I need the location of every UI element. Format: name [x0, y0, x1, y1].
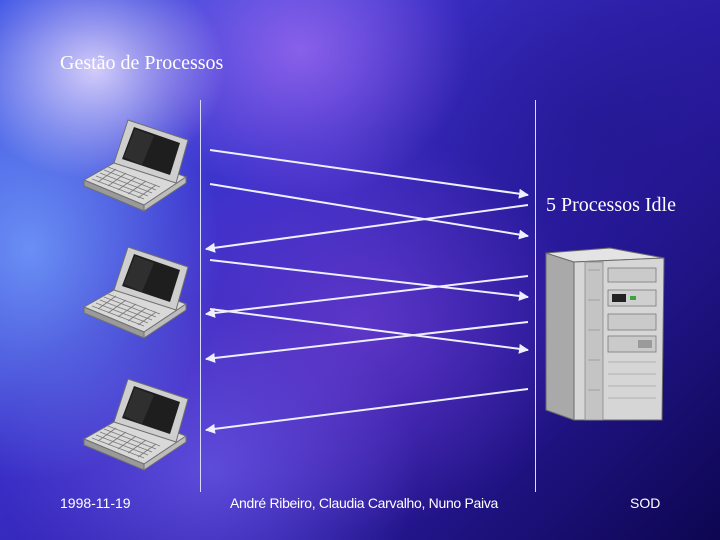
request-arrow — [209, 149, 529, 199]
footer-date: 1998-11-19 — [60, 495, 131, 511]
response-arrow — [205, 275, 529, 318]
request-arrow — [209, 183, 529, 240]
request-arrow — [209, 308, 529, 354]
server-status-label: 5 Processos Idle — [546, 194, 676, 216]
slide-title: Gestão de Processos — [60, 52, 224, 74]
response-arrow — [205, 388, 529, 434]
footer-authors: André Ribeiro, Claudia Carvalho, Nuno Pa… — [230, 495, 499, 511]
footer-tag: SOD — [630, 495, 661, 511]
client-boundary-line — [200, 100, 201, 492]
response-arrow — [205, 321, 529, 363]
server-boundary-line — [535, 100, 536, 492]
response-arrow — [205, 204, 529, 253]
request-arrow — [209, 259, 529, 301]
